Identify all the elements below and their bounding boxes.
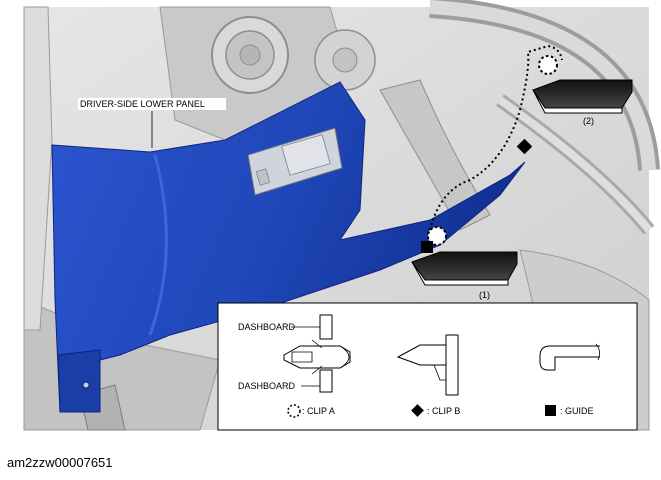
guide-marker bbox=[421, 241, 433, 253]
step-2-label: (2) bbox=[583, 116, 594, 126]
clip-b-marker bbox=[516, 138, 533, 155]
legend-clip-a-label: : CLIP A bbox=[302, 406, 335, 416]
guide-detail bbox=[539, 343, 600, 371]
screw-hole bbox=[82, 381, 90, 389]
panel-label: DRIVER-SIDE LOWER PANEL bbox=[80, 99, 205, 109]
driver-side-lower-panel bbox=[51, 81, 526, 413]
step-1-label: (1) bbox=[479, 290, 490, 300]
steering-column bbox=[379, 79, 491, 231]
legend-guide-label: : GUIDE bbox=[560, 406, 594, 416]
clip-a-marker-upper bbox=[538, 55, 558, 75]
legend-clip-a-symbol bbox=[287, 404, 301, 418]
removal-arrow-2 bbox=[532, 79, 633, 114]
door-trim bbox=[23, 6, 53, 331]
removal-arrow-1 bbox=[411, 251, 518, 286]
legend-dashboard-top: DASHBOARD bbox=[238, 322, 296, 332]
legend-clip-b-label: : CLIP B bbox=[427, 406, 460, 416]
legend-guide-symbol bbox=[545, 405, 556, 416]
clip-b-detail bbox=[396, 334, 459, 396]
legend-dashboard-bottom: DASHBOARD bbox=[238, 381, 296, 391]
legend-box: DASHBOARD DASHBOARD : CLIP A : CLIP B : … bbox=[217, 302, 638, 431]
panel-flange bbox=[57, 349, 101, 413]
document-id: am2zzw00007651 bbox=[7, 455, 113, 470]
clip-a-marker-lower bbox=[427, 226, 447, 246]
clip-a-detail bbox=[283, 314, 351, 393]
legend-clip-b-symbol bbox=[411, 404, 424, 417]
